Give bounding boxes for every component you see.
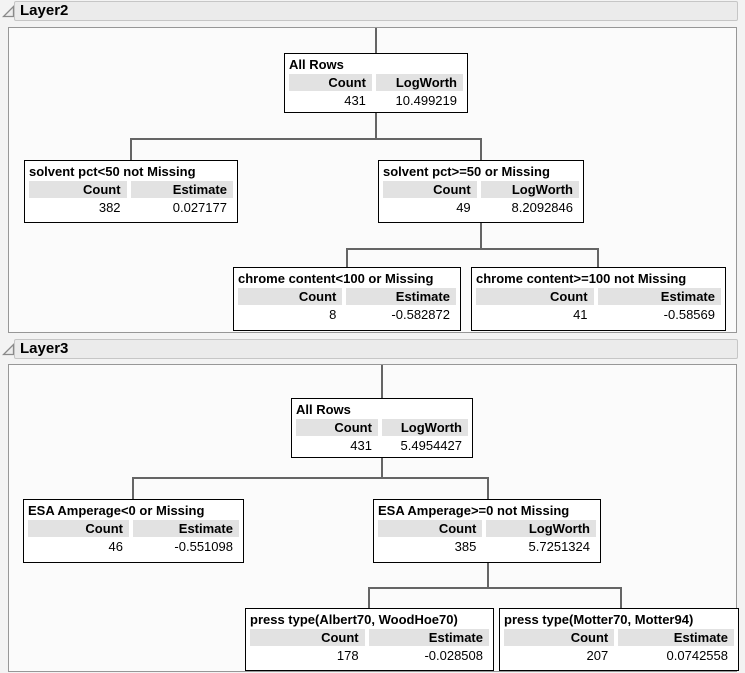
layer2-header: Layer2: [0, 1, 745, 23]
stat-value: -0.028508: [424, 648, 483, 663]
tree-connector: [381, 365, 383, 398]
layer3-tree: All Rows Count LogWorth 431 5.4954427 ES…: [9, 365, 739, 671]
node-chrome-content-lt-100[interactable]: chrome content<100 or Missing Count Esti…: [233, 267, 461, 331]
layer2-title: Layer2: [20, 2, 69, 19]
disclosure-triangle-icon[interactable]: [2, 5, 15, 18]
tree-connector: [375, 28, 377, 53]
layer2-tree-canvas: All Rows Count LogWorth 431 10.499219 so…: [8, 27, 737, 333]
layer2-tree: All Rows Count LogWorth 431 10.499219 so…: [9, 28, 736, 332]
node-title: ESA Amperage>=0 not Missing: [378, 503, 570, 518]
count-value: 41: [573, 307, 588, 322]
tree-connector: [130, 138, 132, 160]
tree-connector: [375, 113, 377, 140]
column-header: Count: [250, 629, 365, 646]
tree-connector: [132, 477, 489, 479]
column-header: LogWorth: [381, 419, 468, 436]
stat-value: 10.499219: [395, 93, 457, 108]
layer3-title: Layer3: [20, 340, 69, 357]
tree-connector: [487, 563, 489, 589]
stat-value: -0.582872: [391, 307, 450, 322]
count-value: 382: [98, 200, 121, 215]
column-header: Estimate: [132, 520, 239, 537]
column-header: Estimate: [597, 288, 721, 305]
column-header: Count: [378, 520, 483, 537]
column-header: Estimate: [618, 629, 734, 646]
tree-connector: [381, 458, 383, 479]
column-header: Count: [28, 520, 129, 537]
count-value: 431: [350, 438, 372, 453]
node-title: chrome content<100 or Missing: [238, 271, 434, 286]
column-header: Count: [383, 181, 477, 198]
column-header: Count: [476, 288, 594, 305]
stat-value: 0.027177: [172, 200, 227, 215]
node-press-type-albert70-woodhoe70[interactable]: press type(Albert70, WoodHoe70) Count Es…: [245, 608, 494, 671]
node-press-type-motter70-motter94[interactable]: press type(Motter70, Motter94) Count Est…: [499, 608, 739, 671]
node-title: solvent pct<50 not Missing: [29, 164, 196, 179]
tree-connector: [346, 248, 348, 267]
count-value: 431: [344, 93, 366, 108]
node-all-rows[interactable]: All Rows Count LogWorth 431 5.4954427: [291, 398, 473, 458]
column-header: Count: [289, 74, 372, 91]
tree-connector: [346, 248, 599, 250]
count-value: 8: [329, 307, 337, 322]
column-header: Estimate: [368, 629, 489, 646]
count-value: 385: [454, 539, 477, 554]
column-header: Count: [29, 181, 127, 198]
tree-connector: [487, 477, 489, 499]
column-header: Estimate: [346, 288, 456, 305]
count-value: 46: [108, 539, 123, 554]
layer2-header-bar[interactable]: Layer2: [14, 1, 738, 21]
tree-connector: [368, 587, 622, 589]
node-title: chrome content>=100 not Missing: [476, 271, 687, 286]
column-header: Count: [238, 288, 343, 305]
node-chrome-content-ge-100[interactable]: chrome content>=100 not Missing Count Es…: [471, 267, 726, 331]
count-value: 207: [586, 648, 609, 663]
count-value: 178: [336, 648, 359, 663]
stat-value: 0.0742558: [666, 648, 728, 663]
tree-connector: [368, 587, 370, 608]
tree-connector: [130, 138, 482, 140]
column-header: Count: [504, 629, 615, 646]
count-value: 49: [456, 200, 471, 215]
stat-value: -0.58569: [663, 307, 715, 322]
tree-connector: [132, 477, 134, 499]
node-solvent-pct-ge-50[interactable]: solvent pct>=50 or Missing Count LogWort…: [378, 160, 584, 223]
column-header: LogWorth: [486, 520, 596, 537]
tree-connector: [480, 138, 482, 160]
column-header: LogWorth: [375, 74, 463, 91]
node-all-rows[interactable]: All Rows Count LogWorth 431 10.499219: [284, 53, 468, 113]
tree-connector: [597, 248, 599, 267]
stat-value: 5.7251324: [528, 539, 590, 554]
disclosure-triangle-icon[interactable]: [2, 343, 15, 356]
stat-value: 8.2092846: [511, 200, 573, 215]
column-header: Estimate: [130, 181, 233, 198]
node-title: All Rows: [289, 57, 344, 72]
layer3-header-bar[interactable]: Layer3: [14, 339, 738, 359]
tree-connector: [480, 223, 482, 250]
column-header: LogWorth: [480, 181, 579, 198]
node-title: press type(Motter70, Motter94): [504, 612, 694, 627]
stat-value: 5.4954427: [400, 438, 462, 453]
layer3-header: Layer3: [0, 339, 745, 361]
node-solvent-pct-lt-50[interactable]: solvent pct<50 not Missing Count Estimat…: [24, 160, 238, 223]
node-esa-amperage-ge-0[interactable]: ESA Amperage>=0 not Missing Count LogWor…: [373, 499, 601, 563]
stat-value: -0.551098: [174, 539, 233, 554]
node-title: press type(Albert70, WoodHoe70): [250, 612, 458, 627]
column-header: Count: [296, 419, 378, 436]
node-title: solvent pct>=50 or Missing: [383, 164, 550, 179]
tree-connector: [620, 587, 622, 608]
node-title: All Rows: [296, 402, 351, 417]
node-title: ESA Amperage<0 or Missing: [28, 503, 205, 518]
node-esa-amperage-lt-0[interactable]: ESA Amperage<0 or Missing Count Estimate…: [23, 499, 244, 563]
layer3-tree-canvas: All Rows Count LogWorth 431 5.4954427 ES…: [8, 364, 739, 672]
